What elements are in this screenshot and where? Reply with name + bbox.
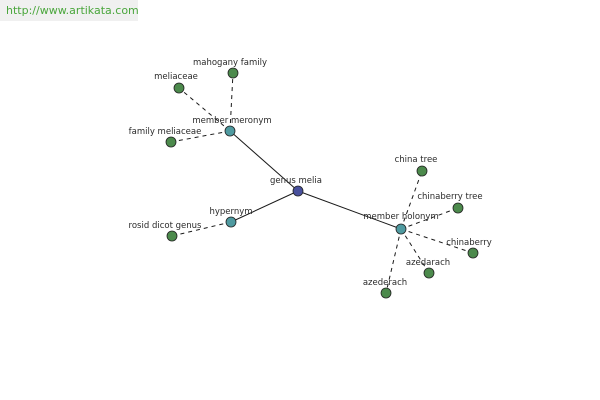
leaf-node-family-meliaceae-dot[interactable] [165,136,177,148]
leaf-label-family-meliaceae: family meliaceae [129,127,202,137]
leaf-node-chinaberry[interactable]: chinaberry [446,238,492,259]
node-layer: meliaceae mahogany family family meliaceae… [129,58,492,299]
leaf-node-mahogany-family-dot[interactable] [227,67,239,79]
leaf-node-azederach[interactable]: azederach [363,278,407,299]
leaf-node-meliaceae[interactable]: meliaceae [154,72,198,94]
relation-label-member-meronym: member meronym [192,116,271,126]
leaf-label-rosid-dicot-genus: rosid dicot genus [129,221,202,231]
leaf-label-meliaceae: meliaceae [154,72,198,82]
leaf-label-china-tree: china tree [395,155,438,165]
leaf-node-azedarach-1[interactable]: azedarach [406,258,450,279]
leaf-label-azedarach-1: azedarach [406,258,450,268]
edge-member-holonym-azedarach-1 [400,228,430,274]
relation-node-member-meronym[interactable]: member meronym [192,116,272,137]
leaf-label-azederach: azederach [363,278,407,288]
relation-label-member-holonym: member holonym [363,212,438,222]
edge-center-hypernym [230,190,299,223]
watermark-banner: http://www.artikata.com [0,0,139,21]
edge-member-meronym-meliaceae [178,87,231,132]
leaf-label-mahogany-family: mahogany family [193,58,267,68]
edge-center-member-holonym [297,190,402,230]
leaf-node-chinaberry-dot[interactable] [467,247,479,259]
center-node-dot[interactable] [292,185,304,197]
relation-node-member-holonym-dot[interactable] [395,223,407,235]
edge-layer [170,72,474,294]
leaf-node-meliaceae-dot[interactable] [173,82,185,94]
relation-node-hypernym[interactable]: hypernym [209,207,253,228]
leaf-node-azedarach-1-dot[interactable] [423,267,435,279]
edge-member-holonym-china-tree [400,170,423,230]
relation-node-member-meronym-dot[interactable] [224,125,236,137]
edge-member-meronym-mahogany-family [229,72,234,132]
leaf-label-chinaberry-tree: chinaberry tree [417,192,482,202]
center-label: genus melia [270,176,322,186]
leaf-node-chinaberry-tree[interactable]: chinaberry tree [417,192,483,214]
leaf-node-china-tree[interactable]: china tree [395,155,438,177]
edge-member-holonym-azederach [385,228,402,294]
relation-node-hypernym-dot[interactable] [225,216,237,228]
source-url: http://www.artikata.com [6,4,139,17]
leaf-node-azederach-dot[interactable] [380,287,392,299]
edge-hypernym-rosid-dicot-genus [171,221,232,237]
leaf-node-mahogany-family[interactable]: mahogany family [193,58,267,79]
relation-label-hypernym: hypernym [209,207,252,217]
leaf-node-chinaberry-tree-dot[interactable] [452,202,464,214]
leaf-node-rosid-dicot-genus[interactable]: rosid dicot genus [129,221,202,242]
edge-member-meronym-family-meliaceae [170,130,231,143]
relation-node-member-holonym[interactable]: member holonym [363,212,439,235]
leaf-node-rosid-dicot-genus-dot[interactable] [166,230,178,242]
center-node[interactable]: genus melia [270,176,322,197]
edge-member-holonym-chinaberry-tree [400,207,459,230]
edge-center-member-meronym [229,130,299,192]
leaf-node-family-meliaceae[interactable]: family meliaceae [129,127,202,148]
leaf-node-china-tree-dot[interactable] [416,165,428,177]
leaf-label-chinaberry: chinaberry [446,238,492,248]
